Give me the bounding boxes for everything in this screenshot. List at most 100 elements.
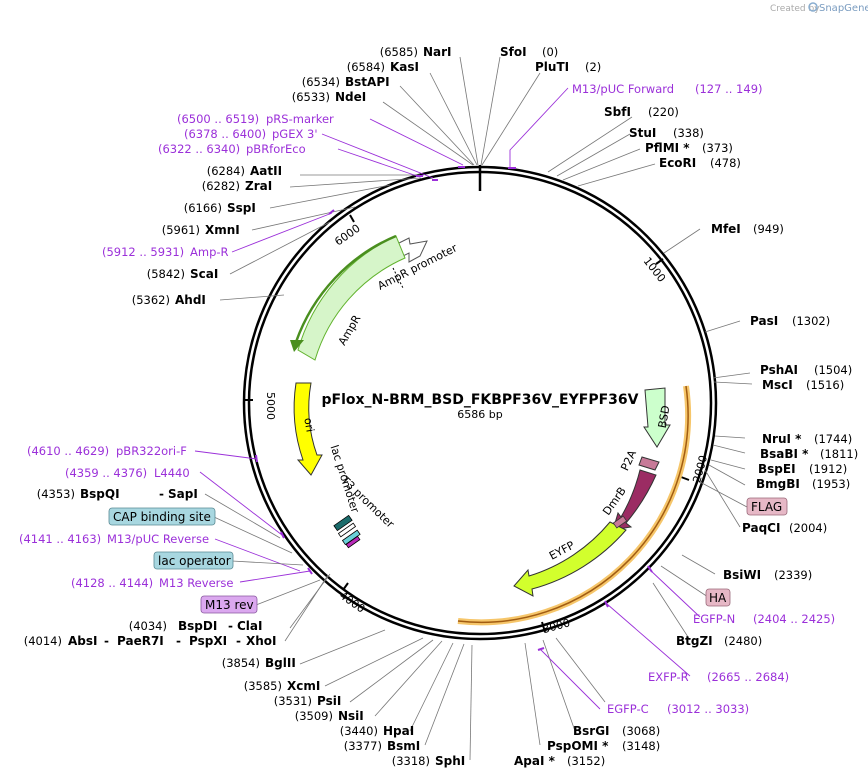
ampr-green-arc — [294, 234, 397, 343]
primer-name-m13puc-reverse: M13/pUC Reverse — [107, 532, 209, 546]
site-name-narI: NarI — [423, 45, 452, 59]
site-name-xhoI: XhoI — [246, 634, 277, 648]
site-name-ndeI: NdeI — [335, 90, 366, 104]
site-pos-bsmI: (3377) — [344, 739, 382, 753]
site-name-mfeI: MfeI — [711, 222, 741, 236]
site-name-psiI: PsiI — [317, 694, 341, 708]
ori-label: ori — [301, 417, 316, 433]
site-pos-bstAPI: (6534) — [302, 75, 340, 89]
lac-promoter-block — [333, 514, 361, 549]
site-pos-scaI: (5842) — [147, 267, 185, 281]
site-name-bglII: BglII — [265, 656, 296, 670]
site-name-pspOMI: PspOMI * — [547, 739, 609, 753]
site-name-bsmI: BsmI — [387, 739, 420, 753]
site-name-bspDI: BspDI — [178, 619, 217, 633]
site-name-pluTI: PluTI — [535, 60, 569, 74]
ampr-arrowhead — [290, 340, 304, 352]
map-text: FLAG — [751, 500, 782, 514]
map-text: CAP binding site — [113, 510, 211, 524]
site-pos-bsrGI: (3068) — [622, 724, 660, 738]
primer-marks — [255, 166, 653, 651]
site-name-claI: ClaI — [237, 619, 262, 633]
site-pos-bsaBI: (1811) — [820, 447, 858, 461]
flag-box: FLAG — [746, 497, 788, 516]
site-name-ahdI: AhdI — [175, 293, 206, 307]
primer-name-exfp-r: EXFP-R — [648, 670, 689, 684]
map-text: HA — [709, 591, 727, 605]
site-name-nsiI: NsiI — [338, 709, 364, 723]
site-name-sapI: SapI — [168, 487, 198, 501]
plasmid-name: pFlox_N-BRM_BSD_FKBPF36V_EYFPF36V — [322, 392, 639, 408]
site-pos-apaI: (3152) — [567, 754, 605, 768]
site-sep-bspQI: - — [159, 487, 164, 501]
map-text: 5000 — [264, 392, 277, 420]
site-sep-absI: - — [104, 634, 109, 648]
site-pos-sspI: (6166) — [184, 201, 222, 215]
site-name-nruI: NruI * — [762, 432, 802, 446]
site-name-xmnI: XmnI — [205, 223, 240, 237]
tick-5000: 5000 — [245, 392, 277, 420]
site-pos-pshAI: (1504) — [814, 363, 852, 377]
eyfp-feature — [513, 521, 627, 597]
box-leaders — [213, 481, 748, 606]
primer-range-exfp-r: (2665 .. 2684) — [707, 670, 789, 684]
primer-name-pbr322ori-f: pBR322ori-F — [116, 444, 187, 458]
primer-range-m13puc-forward: (127 .. 149) — [695, 82, 763, 96]
site-pos-paqCI: (2004) — [789, 521, 827, 535]
bsd-label: BSD — [656, 404, 673, 429]
primer-name-egfp-n: EGFP-N — [693, 612, 735, 626]
site-name-paeR7I: PaeR7I — [117, 634, 164, 648]
site-pos-ecoRI: (478) — [710, 156, 741, 170]
site-name-sphI: SphI — [435, 754, 465, 768]
site-pos-sfoI: (0) — [542, 45, 558, 59]
site-pos-xmnI: (5961) — [162, 223, 200, 237]
site-pos-pluTI: (2) — [585, 60, 601, 74]
site-pos-zraI: (6282) — [202, 179, 240, 193]
site-pos-bsiWI: (2339) — [774, 568, 812, 582]
site-pos-kasI: (6584) — [347, 60, 385, 74]
site-name-hpaI: HpaI — [383, 724, 414, 738]
primer-leaders — [194, 87, 701, 710]
site-sep-paeR7I: - — [176, 634, 181, 648]
primer-name-prs-marker: pRS-marker — [266, 112, 334, 126]
ampr-label: AmpR — [336, 312, 364, 347]
site-pos-stuI: (338) — [673, 126, 704, 140]
primer-range-pbrforeco: (6322 .. 6340) — [158, 142, 240, 156]
m13-rev-box: M13 rev — [200, 595, 258, 614]
brand-text: SnapGene — [819, 3, 868, 14]
ori-feature — [293, 382, 323, 476]
site-pos-pasI: (1302) — [792, 314, 830, 328]
site-name-sbfI: SbfI — [604, 105, 631, 119]
site-name-pflMI: PflMI * — [645, 141, 690, 155]
site-pos-btgZI: (2480) — [724, 634, 762, 648]
site-pos-pspOMI: (3148) — [622, 739, 660, 753]
leader-lines — [204, 56, 753, 761]
site-name-bsaBI: BsaBI * — [760, 447, 809, 461]
primer-range-pgex3: (6378 .. 6400) — [184, 127, 266, 141]
cap-binding-site-box: CAP binding site — [108, 507, 216, 526]
site-name-bsiWI: BsiWI — [723, 568, 761, 582]
site-name-apaI: ApaI * — [514, 754, 556, 768]
site-pos-mscI: (1516) — [806, 378, 844, 392]
site-pos-pflMI: (373) — [702, 141, 733, 155]
site-pos-aatII: (6284) — [207, 164, 245, 178]
site-pos-absI: (4014) — [24, 634, 62, 648]
map-text: lac operator — [158, 554, 231, 568]
bsd-feature — [643, 387, 671, 448]
primer-range-amp-r: (5912 .. 5931) — [102, 245, 184, 259]
primer-range-prs-marker: (6500 .. 6519) — [177, 112, 259, 126]
ampr-feature-arc — [297, 235, 406, 361]
map-text: 3000 — [541, 616, 571, 636]
plasmid-size: 6586 bp — [457, 408, 502, 421]
site-pos-psiI: (3531) — [274, 694, 312, 708]
tick-3000: 3000 — [541, 616, 572, 636]
site-pos-nruI: (1744) — [814, 432, 852, 446]
tick-6000: 6000 — [332, 214, 363, 248]
primer-range-egfp-n: (2404 .. 2425) — [753, 612, 835, 626]
site-pos-bmgBI: (1953) — [812, 477, 850, 491]
map-text: 1000 — [641, 255, 668, 285]
site-pos-bglII: (3854) — [222, 656, 260, 670]
primer-name-l4440: L4440 — [154, 466, 190, 480]
p2a-feature — [638, 456, 660, 471]
